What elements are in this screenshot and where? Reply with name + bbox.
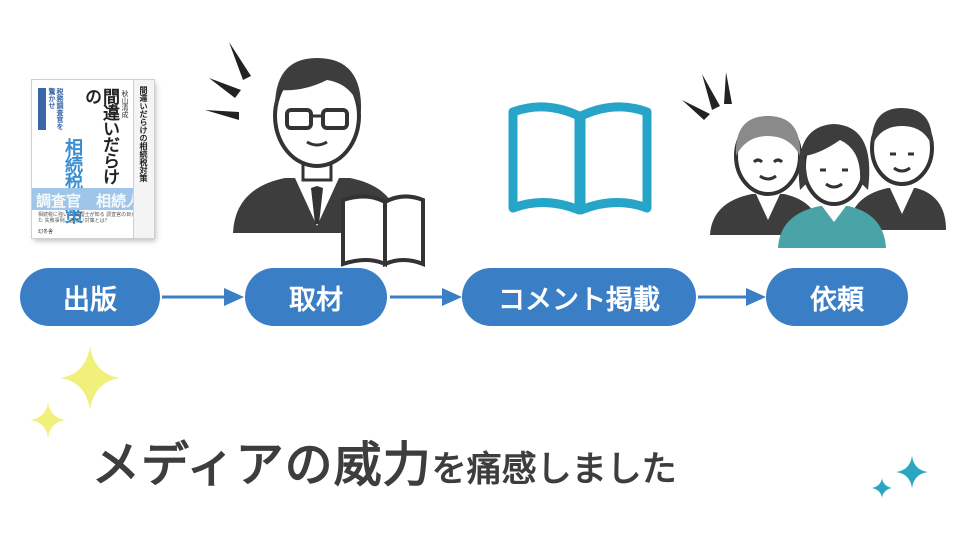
book-blurb: 相続税に強い～ 税理士が知る 調査官の目から 見た 失敗事例。正しい対策とは？: [38, 212, 148, 224]
book-publisher: 幻冬舎: [38, 229, 54, 235]
step-request-label: 依頼: [810, 284, 864, 316]
sparkle-teal-icon: [872, 456, 928, 498]
arrow-right-icon: [162, 288, 244, 306]
book-accent-bar: [38, 88, 46, 130]
headline-message: メディアの威力を痛感しました: [92, 425, 677, 495]
step-publish: 出版: [20, 268, 160, 326]
book-band-text: 調査官 相続人: [36, 192, 142, 210]
step-comment-label: コメント掲載: [498, 284, 660, 316]
headline-main: メディアの威力: [92, 437, 432, 493]
sparkle-yellow-icon: [30, 346, 120, 438]
step-interview: 取材: [245, 268, 387, 326]
interviewer-icon: [205, 42, 425, 268]
book-spine: 間違いだらけの相続税対策: [134, 80, 154, 238]
step-publish-label: 出版: [63, 284, 117, 316]
arrow-right-icon: [390, 288, 462, 306]
step-request: 依頼: [766, 268, 908, 326]
book-band: 調査官 相続人: [32, 188, 154, 210]
book-spine-text: 間違いだらけの相続税対策: [139, 86, 148, 182]
book-cover: 税務調査官を驚かせ 相続税対策 間違いだらけの 秋山清成 著 調査官 相続人 相…: [32, 80, 154, 238]
book-title: 間違いだらけの: [81, 88, 119, 184]
clients-group-icon: [682, 72, 946, 248]
book-tagline: 税務調査官を驚かせ: [48, 88, 64, 130]
open-book-icon: [508, 102, 652, 215]
headline-rest: を痛感しました: [431, 450, 677, 490]
step-comment: コメント掲載: [462, 268, 696, 326]
book-author: 秋山清成 著: [111, 90, 129, 118]
arrow-right-icon: [698, 288, 766, 306]
step-interview-label: 取材: [289, 284, 343, 316]
